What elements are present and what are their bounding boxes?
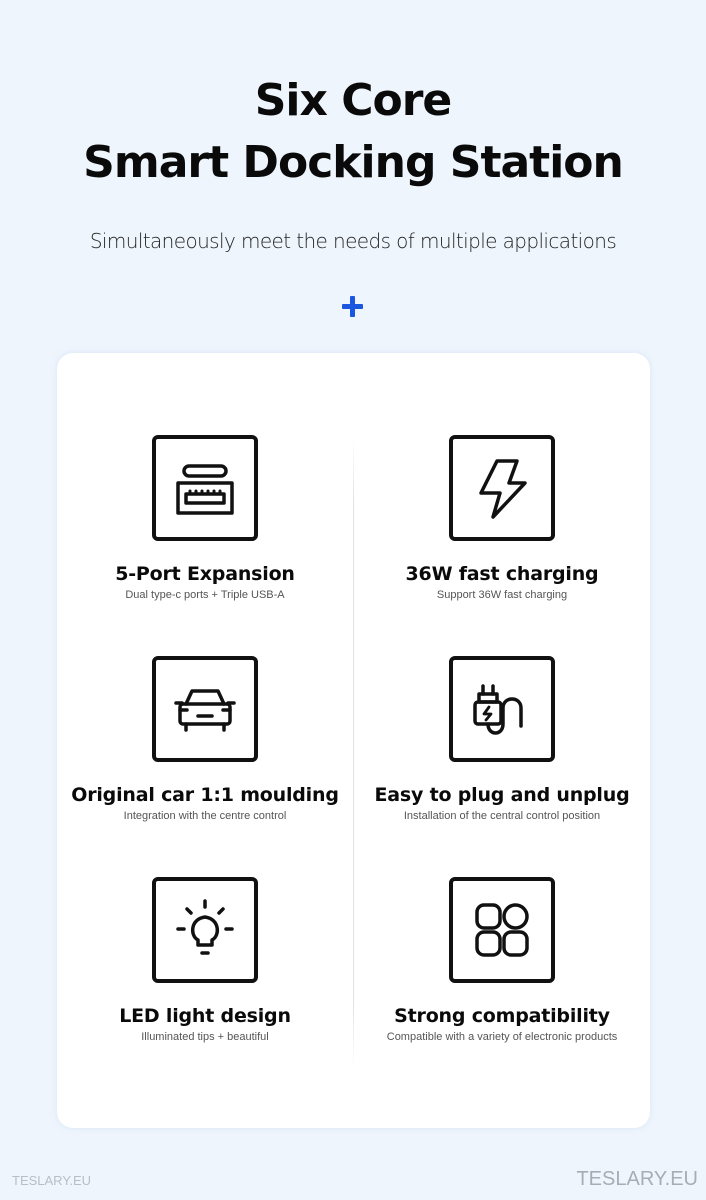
feature-easy-plug: Easy to plug and unplug Installation of … — [354, 656, 650, 822]
feature-description: Support 36W fast charging — [436, 589, 568, 601]
page-subtitle: Simultaneously meet the needs of multipl… — [89, 229, 617, 253]
lightning-bolt-icon — [449, 435, 555, 541]
feature-port-expansion: 5-Port Expansion Dual type-c ports + Tri… — [57, 435, 353, 601]
light-bulb-icon — [152, 877, 258, 983]
plug-cable-icon — [449, 656, 555, 762]
car-front-icon — [152, 656, 258, 762]
feature-title: LED light design — [119, 1005, 291, 1027]
page-title: Six Core Smart Docking Station — [0, 70, 706, 194]
features-card: 5-Port Expansion Dual type-c ports + Tri… — [57, 353, 650, 1128]
app-grid-icon — [449, 877, 555, 983]
feature-compatibility: Strong compatibility Compatible with a v… — [354, 877, 650, 1043]
feature-title: Easy to plug and unplug — [374, 784, 630, 806]
feature-description: Compatible with a variety of electronic … — [386, 1031, 618, 1043]
title-line-2: Smart Docking Station — [83, 137, 624, 188]
feature-title: Original car 1:1 moulding — [71, 784, 339, 806]
feature-title: Strong compatibility — [394, 1005, 610, 1027]
feature-description: Integration with the centre control — [123, 810, 287, 822]
feature-description: Illuminated tips + beautiful — [141, 1031, 269, 1043]
plus-icon — [342, 296, 363, 317]
feature-led-light: LED light design Illuminated tips + beau… — [57, 877, 353, 1043]
feature-title: 5-Port Expansion — [115, 563, 295, 585]
feature-title: 36W fast charging — [405, 563, 599, 585]
title-line-1: Six Core — [254, 75, 453, 126]
watermark-left: TESLARY.EU — [12, 1173, 92, 1188]
feature-car-moulding: Original car 1:1 moulding Integration wi… — [57, 656, 353, 822]
feature-description: Installation of the central control posi… — [403, 810, 601, 822]
feature-fast-charging: 36W fast charging Support 36W fast charg… — [354, 435, 650, 601]
feature-description: Dual type-c ports + Triple USB-A — [125, 589, 285, 601]
column-divider — [353, 438, 354, 1068]
watermark-right: TESLARY.EU — [576, 1168, 698, 1190]
usb-ports-icon — [152, 435, 258, 541]
